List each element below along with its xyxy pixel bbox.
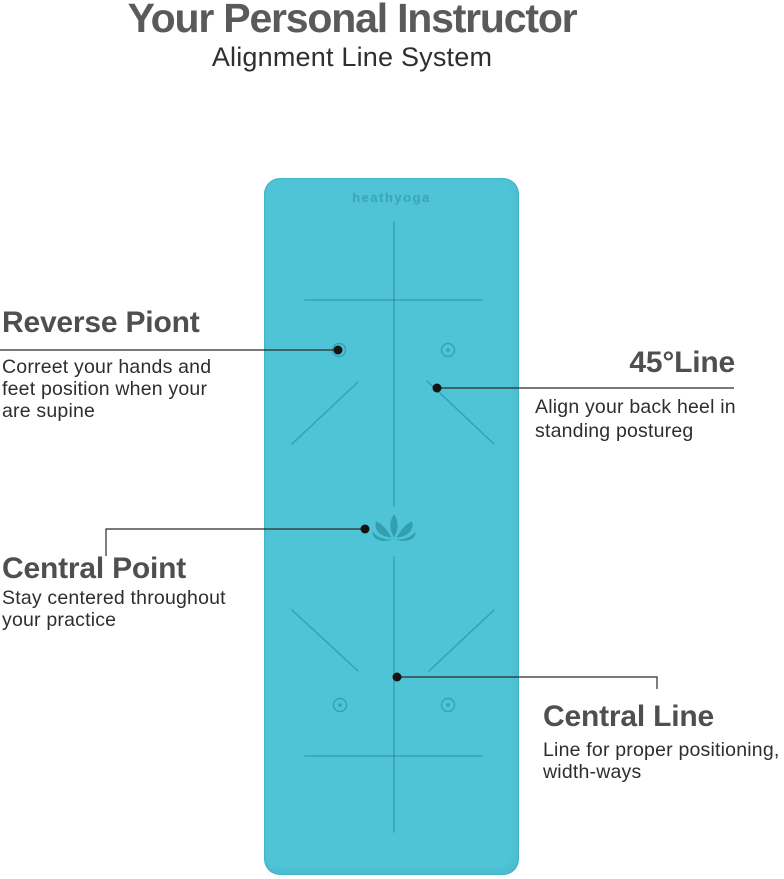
callout-title-central-line: Central Line	[543, 700, 714, 733]
callout-body-reverse-point: Correet your hands and	[2, 356, 212, 378]
yoga-mat: heathyoga	[264, 178, 519, 875]
mat-brand-logo: heathyoga	[352, 190, 431, 205]
callout-body-45-line: Align your back heel in	[535, 396, 736, 418]
callout-title-reverse-point: Reverse Piont	[2, 306, 200, 339]
callout-body-45-line: standing postureg	[535, 420, 694, 442]
callout-title-central-point: Central Point	[2, 552, 187, 585]
page-title: Your Personal Instructor	[127, 0, 578, 41]
callout-body-central-line: Line for proper positioning,	[543, 739, 780, 761]
callout-body-central-point: your practice	[2, 609, 117, 631]
callout-title-45-line: 45°Line	[629, 346, 735, 379]
callout-body-reverse-point: feet position when your	[2, 378, 208, 400]
page-subtitle: Alignment Line System	[211, 42, 493, 72]
callout-body-central-point: Stay centered throughout	[2, 587, 226, 609]
callout-body-reverse-point: are supine	[2, 400, 96, 422]
callout-body-central-line: width-ways	[543, 761, 642, 783]
